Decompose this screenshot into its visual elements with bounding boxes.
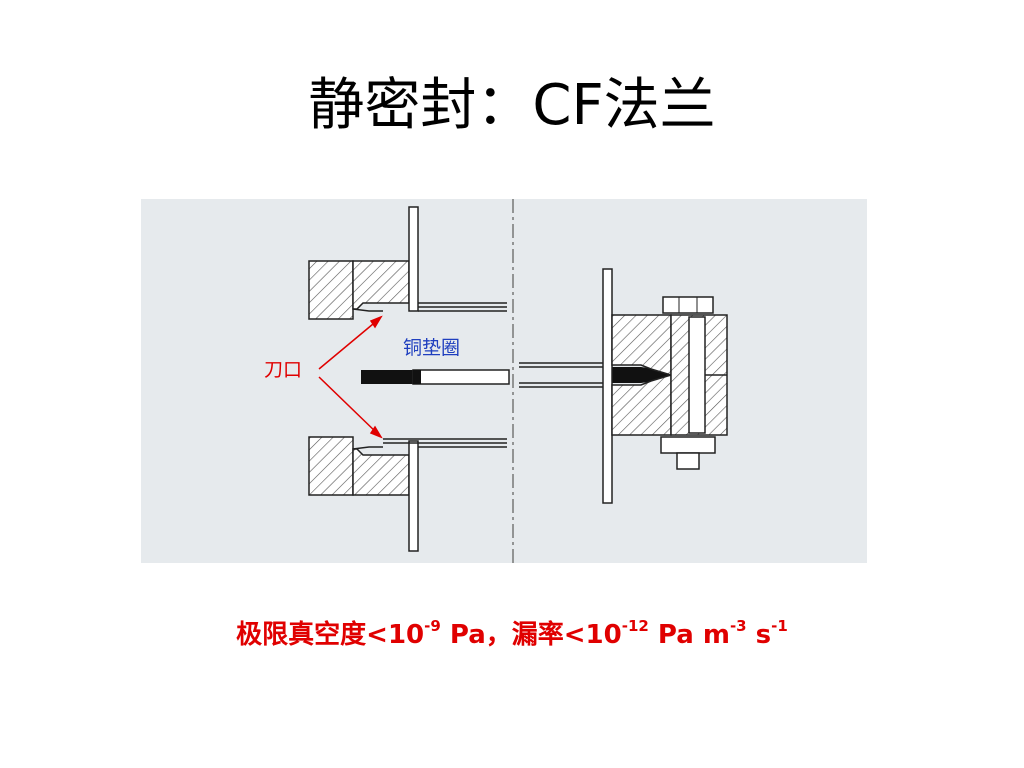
caption-exp-1: -9: [424, 617, 441, 636]
caption-exp-3: -3: [729, 617, 747, 636]
copper-gasket-label: 铜垫圈: [403, 337, 460, 359]
caption-mid-2: Pa m: [648, 620, 730, 650]
lower-flange: [308, 436, 507, 552]
caption-prefix: 极限真空度<10: [236, 620, 425, 650]
copper-gasket: [361, 369, 510, 385]
cf-flange-diagram: 刀口 铜垫圈: [141, 199, 867, 563]
knife-edge-label: 刀口: [264, 359, 302, 381]
caption-mid-1: Pa，漏率<10: [440, 620, 622, 650]
caption-mid-3: s: [746, 620, 772, 650]
caption-exp-2: -12: [621, 617, 649, 636]
upper-flange: [308, 206, 507, 320]
knife-edge-pointer: [318, 315, 383, 439]
caption-exp-4: -1: [771, 617, 788, 636]
page-title: 静密封：CF法兰: [308, 73, 716, 138]
assembled-flange: [519, 268, 728, 504]
spec-caption: 极限真空度<10-9 Pa，漏率<10-12 Pa m-3 s-1: [0, 614, 1024, 651]
